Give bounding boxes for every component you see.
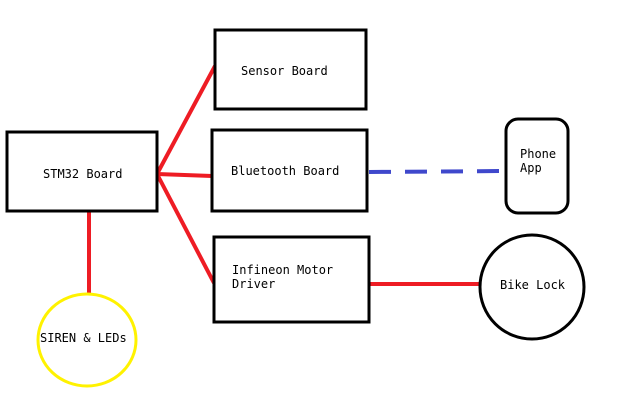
sensor-board-node: Sensor Board <box>213 28 368 111</box>
siren-leds-node: SIREN & LEDs <box>36 292 138 388</box>
stm32-board-label: STM32 Board <box>43 167 122 181</box>
connections <box>87 65 507 294</box>
sensor-board-label: Sensor Board <box>241 64 328 78</box>
phone-app-label-line2: App <box>520 161 542 175</box>
motor-driver-label-line1: Infineon Motor <box>232 263 333 277</box>
siren-leds-label: SIREN & LEDs <box>40 331 127 345</box>
motor-driver-label-line2: Driver <box>232 277 275 291</box>
bluetooth-board-label: Bluetooth Board <box>231 164 339 178</box>
wire-stm32-bluetooth <box>156 172 213 178</box>
phone-app-label-line1: Phone <box>520 147 556 161</box>
phone-app-node: Phone App <box>504 117 570 215</box>
wireless-bluetooth-phone <box>368 169 507 174</box>
bluetooth-board-node: Bluetooth Board <box>210 128 369 213</box>
motor-driver-node: Infineon Motor Driver <box>212 235 371 324</box>
bike-lock-label: Bike Lock <box>500 278 566 292</box>
wire-stm32-sensor <box>155 65 217 175</box>
bike-lock-node: Bike Lock <box>478 233 586 341</box>
wire-stm32-motor <box>155 173 216 284</box>
stm32-board-node: STM32 Board <box>5 130 159 213</box>
